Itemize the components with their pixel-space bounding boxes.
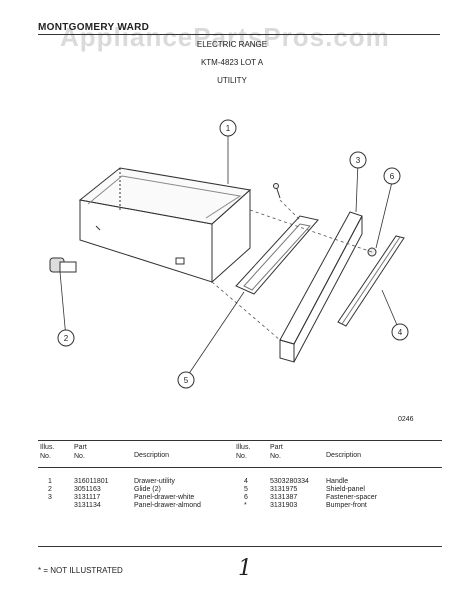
header-desc-right: Description	[326, 452, 362, 459]
row-illus: 3	[48, 494, 52, 501]
row-illus: 2	[48, 486, 52, 493]
callout-6: 6	[383, 167, 401, 185]
row-part: 3131134	[74, 502, 101, 509]
exploded-parts-diagram: 1 2 3 4 5 6	[49, 119, 409, 389]
header-illus-right: Illus. No.	[236, 444, 251, 460]
svg-text:3: 3	[356, 156, 361, 165]
row-part: 3131975	[270, 486, 298, 493]
row-illus: 1	[48, 478, 52, 485]
header-rule	[38, 34, 440, 35]
row-desc: Shield-panel	[326, 486, 365, 493]
fastener-drawing	[273, 183, 377, 257]
row-part: 5303280334	[270, 478, 309, 485]
diagram-code: 0246	[398, 416, 414, 423]
header-part-right: Part No.	[270, 444, 283, 460]
model-number: KTM-4823 LOT A	[200, 58, 264, 67]
svg-text:4: 4	[398, 328, 403, 337]
row-illus: *	[244, 502, 247, 509]
row-desc: Panel-drawer-almond	[134, 502, 201, 509]
product-type: ELECTRIC RANGE	[196, 40, 268, 49]
row-desc: Bumper-front	[326, 502, 367, 509]
row-desc: Glide (2)	[134, 486, 161, 493]
alignment-lines	[211, 199, 373, 341]
callout-5: 5	[177, 371, 195, 389]
row-part: 3131387	[270, 494, 298, 501]
brand-name: MONTGOMERY WARD	[38, 22, 150, 33]
svg-text:6: 6	[390, 172, 395, 181]
leader-lines	[59, 136, 401, 379]
not-illustrated-note: * = NOT ILLUSTRATED	[38, 566, 123, 575]
page-mark: 1	[238, 556, 252, 581]
table-rule-bottom	[38, 546, 442, 547]
row-part: 3131903	[270, 502, 298, 509]
row-illus: 6	[244, 494, 248, 501]
svg-text:5: 5	[184, 376, 189, 385]
header-part-left: Part No.	[74, 444, 87, 460]
row-desc: Fastener-spacer	[326, 494, 377, 501]
header-illus-left: Illus. No.	[40, 444, 55, 460]
drawer-utility-drawing	[78, 167, 252, 284]
callout-2: 2	[57, 329, 75, 347]
table-rule-header	[38, 467, 442, 468]
row-desc: Handle	[326, 478, 349, 485]
watermark: AppliancePartsPros.com	[60, 22, 390, 52]
row-desc: Panel-drawer-white	[134, 494, 195, 501]
callout-3: 3	[349, 151, 367, 169]
section-title: UTILITY	[217, 76, 247, 85]
svg-text:1: 1	[226, 124, 231, 133]
row-desc: Drawer-utility	[134, 478, 175, 485]
handle-drawing	[337, 235, 405, 327]
row-part: 3131117	[74, 494, 101, 501]
row-illus: 4	[244, 478, 248, 485]
shield-panel-drawing	[235, 215, 319, 295]
header-desc-left: Description	[134, 452, 170, 459]
table-rule-top	[38, 440, 442, 441]
row-part: 316011801	[74, 478, 109, 485]
row-part: 3051163	[74, 486, 101, 493]
glide-drawing	[49, 257, 77, 273]
row-illus: 5	[244, 486, 248, 493]
callout-1: 1	[219, 119, 237, 137]
callout-4: 4	[391, 323, 409, 341]
panel-drawer-drawing	[279, 211, 363, 363]
svg-text:2: 2	[64, 334, 69, 343]
